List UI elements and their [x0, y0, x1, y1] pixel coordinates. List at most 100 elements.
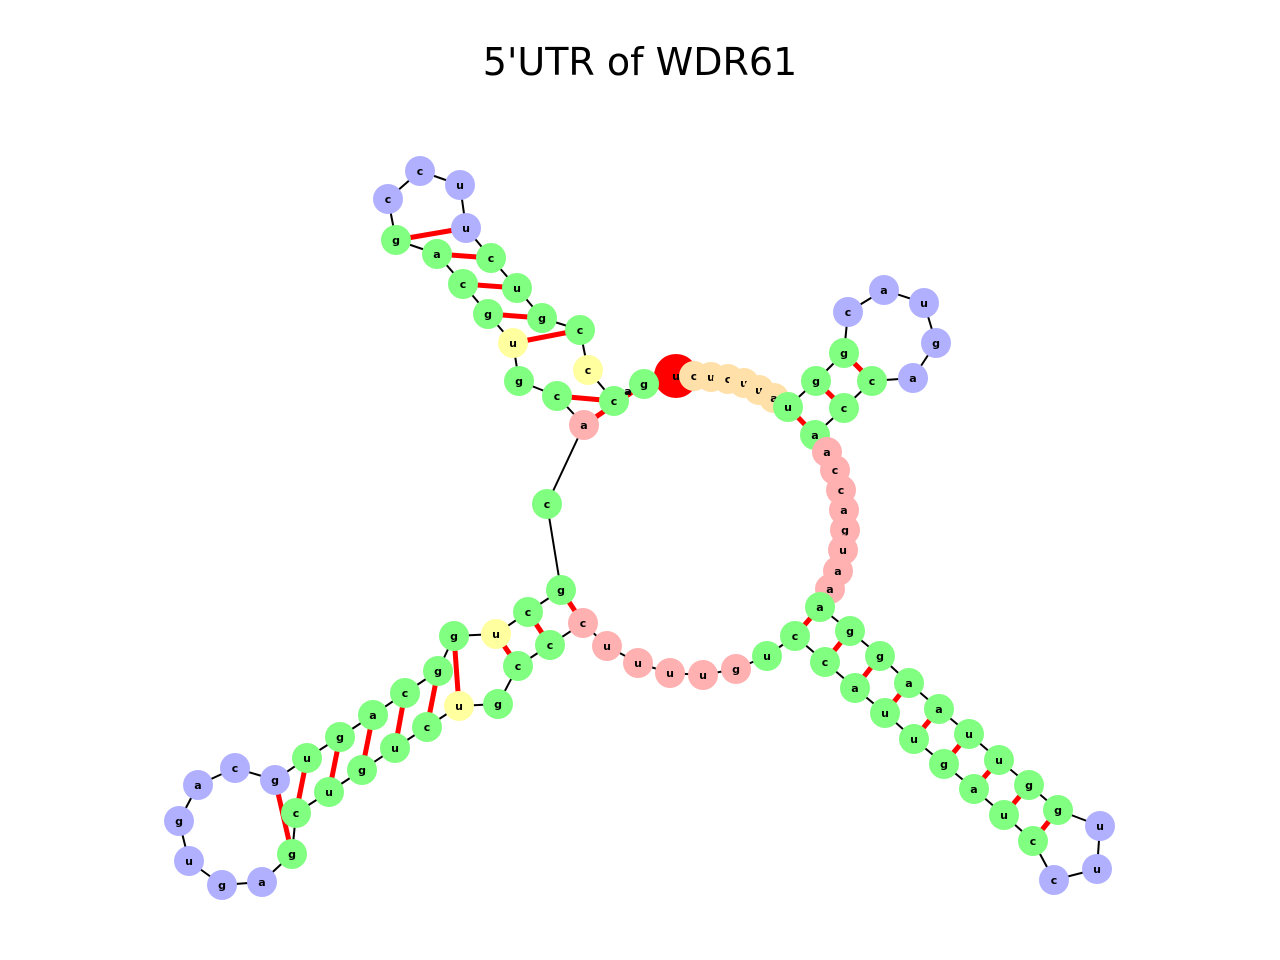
nucleotide-hairpin-loop: u [909, 288, 939, 318]
nucleotide-multiloop: g [721, 654, 751, 684]
nucleotide-circle [954, 719, 984, 749]
nucleotide-circle [780, 621, 810, 651]
nucleotide-circle [527, 303, 557, 333]
nucleotide-label: u [325, 786, 333, 799]
nucleotide-circle [444, 691, 474, 721]
nucleotide-label: g [840, 347, 848, 360]
nucleotide-label: u [755, 384, 763, 397]
nucleotide-stem: g [929, 749, 959, 779]
nucleotide-label: u [672, 370, 680, 383]
nucleotide-multiloop: u [592, 631, 622, 661]
nucleotide-label: u [995, 754, 1003, 767]
nucleotide-circle [451, 213, 481, 243]
nucleotide-circle [805, 592, 835, 622]
nucleotide-label: a [935, 703, 942, 716]
nucleotide-circle [260, 765, 290, 795]
nucleotide-stem: g [527, 303, 557, 333]
nucleotide-label: c [460, 278, 467, 291]
nucleotide-label: u [707, 371, 715, 384]
nucleotide-label: u [784, 401, 792, 414]
nucleotide-circle [623, 648, 653, 678]
nucleotide-label: u [1000, 809, 1008, 822]
nucleotide-label: g [732, 663, 740, 676]
nucleotide-stem: g [277, 839, 307, 869]
diagram-title: 5'UTR of WDR61 [482, 40, 798, 84]
nucleotide-label: u [965, 728, 973, 741]
nucleotide-label: c [725, 373, 732, 386]
nucleotide-circle [473, 299, 503, 329]
nucleotide-label: c [417, 165, 424, 178]
nucleotide-hairpin-loop: a [183, 770, 213, 800]
nucleotide-circle [164, 806, 194, 836]
nucleotide-stem: g [483, 689, 513, 719]
nucleotide-label: c [525, 606, 532, 619]
nucleotide-circle [829, 393, 859, 423]
nucleotide-label: g [846, 625, 854, 638]
nucleotide-label: u [1096, 820, 1104, 833]
nucleotide-stem: g [546, 575, 576, 605]
nucleotide-label: u [509, 337, 517, 350]
nucleotide-stem: g [1043, 795, 1073, 825]
nucleotide-circle [373, 184, 403, 214]
nucleotide-label: c [515, 660, 522, 673]
nucleotide-label: c [547, 639, 554, 652]
nucleotide-label: c [838, 484, 845, 497]
nucleotide-stem: g [829, 338, 859, 368]
nucleotide-hairpin-loop: g [207, 870, 237, 900]
nucleotide-stem: a [358, 700, 388, 730]
nucleotide-stem: u [502, 273, 532, 303]
nucleotide-stem: u [380, 733, 410, 763]
nucleotide-multiloop: u [623, 648, 653, 678]
nucleotide-circle [423, 656, 453, 686]
nucleotide-circle [573, 355, 603, 385]
nucleotide-stem: c [810, 647, 840, 677]
nucleotide-circle [1082, 854, 1112, 884]
nucleotide-label: g [1054, 804, 1062, 817]
nucleotide-label: c [691, 370, 698, 383]
nucleotide-label: c [792, 630, 799, 643]
nucleotide-stem: g [439, 621, 469, 651]
nucleotide-circle [1039, 865, 1069, 895]
nucleotide-stem: c [829, 393, 859, 423]
nucleotide-circle [347, 755, 377, 785]
nucleotide-circle [532, 489, 562, 519]
nucleotide-circle [535, 630, 565, 660]
nucleotide-label: c [832, 464, 839, 477]
nucleotide-hairpin-loop: u [1082, 854, 1112, 884]
nucleotide-label: g [538, 312, 546, 325]
nucleotide-bulge: u [444, 691, 474, 721]
nucleotide-circle [773, 392, 803, 422]
nucleotide-circle [314, 777, 344, 807]
nucleotide-circle [380, 733, 410, 763]
nucleotide-stem: u [954, 719, 984, 749]
nucleotide-label: u [763, 650, 771, 663]
nucleotide-label: g [392, 234, 400, 247]
nucleotide-circle [358, 700, 388, 730]
nucleotide-label: c [585, 364, 592, 377]
nucleotide-label: g [288, 848, 296, 861]
nucleotide-circle [1018, 826, 1048, 856]
nucleotide-circle [721, 654, 751, 684]
nucleotide-label: g [841, 524, 849, 537]
nucleotide-stem: c [503, 651, 533, 681]
nucleotide-stem: a [840, 673, 870, 703]
nucleotide-circle [924, 694, 954, 724]
nucleotide-stem: c [542, 381, 572, 411]
nucleotide-label: a [970, 783, 977, 796]
nucleotide-label: c [869, 375, 876, 388]
nucleotide-circle [599, 386, 629, 416]
nucleotide-label: a [369, 709, 376, 722]
nucleotide-label: a [823, 446, 830, 459]
nucleotide-hairpin-loop: u [451, 213, 481, 243]
nucleotide-hairpin-loop: u [174, 846, 204, 876]
nucleotide-stem: a [894, 668, 924, 698]
nucleotide-label: c [1030, 835, 1037, 848]
nucleotide-stem: g [423, 656, 453, 686]
nucleotide-hairpin-loop: a [869, 275, 899, 305]
nucleotide-label: c [580, 617, 587, 630]
backbone-layer [178, 170, 1101, 886]
nucleotide-circle [810, 647, 840, 677]
nucleotide-circle [481, 619, 511, 649]
